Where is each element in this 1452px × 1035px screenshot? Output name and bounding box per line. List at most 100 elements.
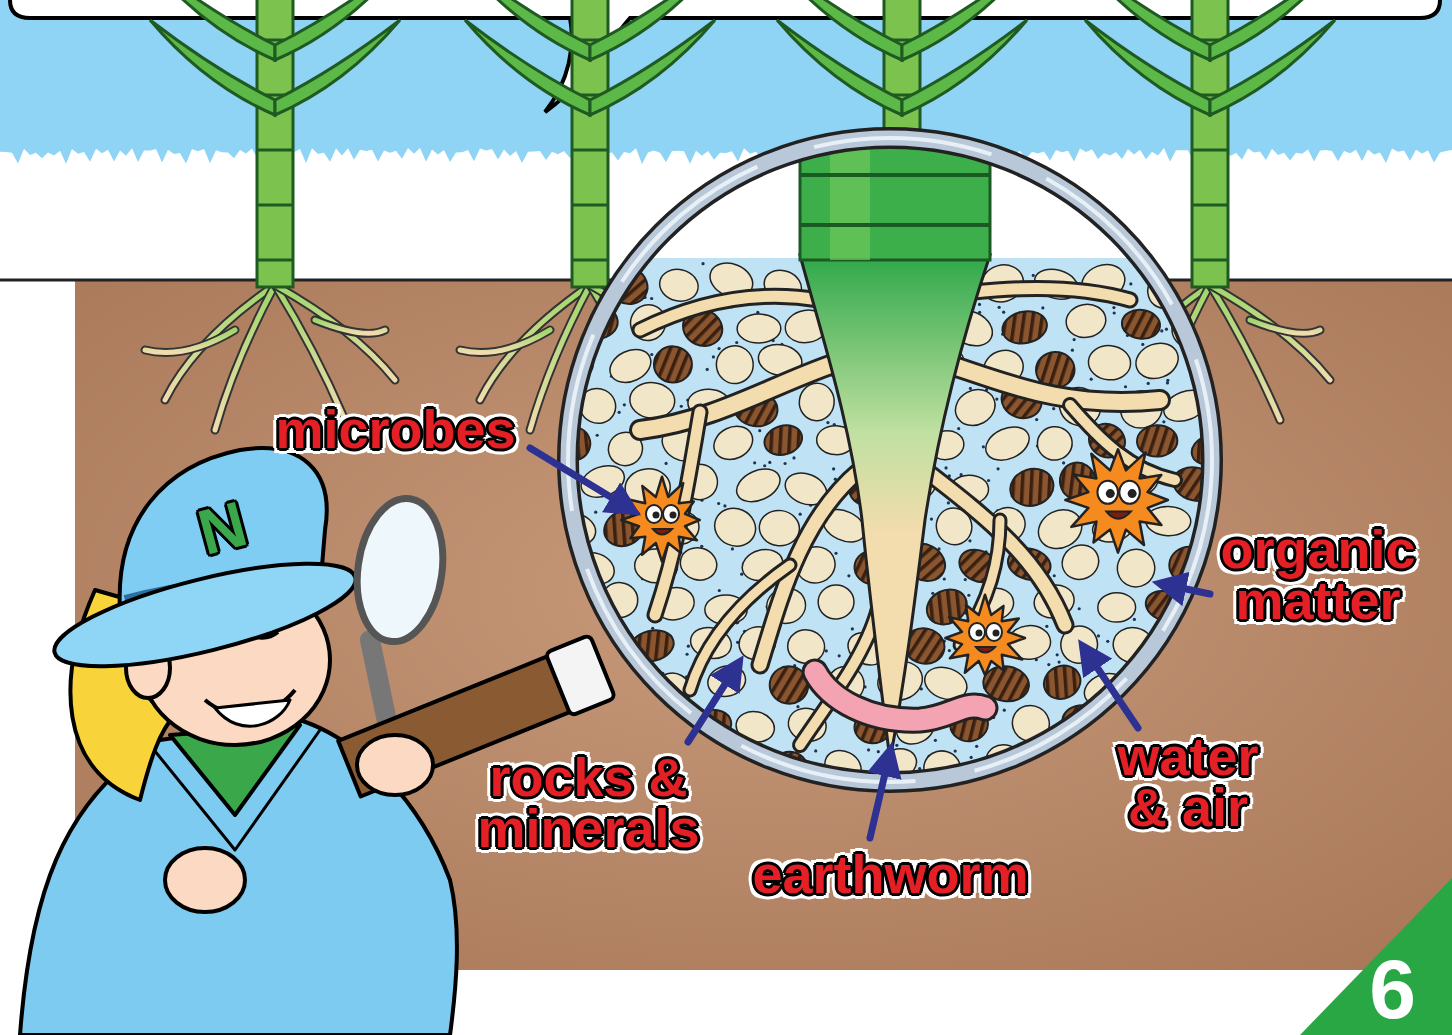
art-part bbox=[275, 285, 395, 380]
art-part bbox=[1133, 618, 1136, 621]
art-part bbox=[943, 577, 946, 580]
art-part bbox=[797, 381, 836, 422]
art-part bbox=[1106, 489, 1115, 498]
art-part bbox=[1057, 539, 1105, 585]
art-part bbox=[1112, 306, 1115, 309]
art-part bbox=[1200, 637, 1203, 640]
art-part bbox=[981, 421, 1035, 467]
art-part bbox=[761, 421, 806, 460]
art-part bbox=[777, 0, 902, 60]
art-part bbox=[717, 502, 720, 505]
art-part bbox=[690, 565, 790, 690]
art-part bbox=[1195, 668, 1198, 671]
art-part bbox=[215, 285, 275, 430]
art-part bbox=[1120, 308, 1161, 341]
art-part bbox=[723, 504, 726, 507]
art-part bbox=[969, 623, 985, 641]
art-part bbox=[986, 623, 1002, 641]
art-part bbox=[656, 266, 701, 305]
art-part bbox=[753, 461, 756, 464]
art-part bbox=[693, 742, 696, 745]
art-part bbox=[1195, 266, 1244, 308]
art-part bbox=[680, 405, 683, 408]
art-part bbox=[935, 360, 1160, 402]
art-part bbox=[1119, 481, 1140, 504]
art-part bbox=[1129, 282, 1132, 285]
art-part bbox=[1165, 328, 1168, 331]
art-part bbox=[596, 434, 599, 437]
art-part bbox=[1149, 680, 1152, 683]
art-part bbox=[999, 307, 1049, 347]
art-part bbox=[902, 0, 1027, 60]
microbe bbox=[1065, 449, 1168, 552]
art-part bbox=[1045, 625, 1048, 628]
art-part bbox=[640, 360, 845, 430]
art-part bbox=[1199, 678, 1202, 681]
art-part bbox=[1210, 0, 1335, 60]
art-part bbox=[976, 647, 995, 653]
art-part bbox=[930, 517, 933, 520]
art-part bbox=[687, 645, 690, 648]
art-part bbox=[572, 149, 608, 152]
art-part bbox=[1106, 640, 1109, 643]
art-part bbox=[1210, 285, 1330, 380]
art-part bbox=[617, 743, 620, 746]
art-part bbox=[877, 750, 880, 753]
art-part bbox=[685, 653, 688, 656]
art-part bbox=[1250, 320, 1320, 333]
art-part bbox=[957, 427, 960, 430]
art-part bbox=[640, 296, 820, 330]
part-label: microbes bbox=[274, 404, 517, 455]
part-label: water & air bbox=[1116, 731, 1260, 834]
art-part bbox=[1185, 284, 1188, 287]
art-part bbox=[799, 513, 802, 516]
art-part bbox=[541, 264, 589, 306]
art-part bbox=[945, 595, 1025, 675]
microbe bbox=[945, 595, 1025, 675]
art-part bbox=[1162, 420, 1165, 423]
art-part bbox=[640, 296, 820, 330]
art-part bbox=[814, 749, 817, 752]
art-part bbox=[731, 547, 734, 550]
art-part bbox=[867, 748, 870, 751]
art-part bbox=[653, 512, 660, 519]
art-part bbox=[594, 511, 597, 514]
art-part bbox=[948, 649, 951, 652]
art-part bbox=[995, 397, 998, 400]
part-label: organic matter bbox=[1219, 524, 1417, 627]
part-label: rocks & minerals bbox=[476, 752, 701, 855]
art-part bbox=[275, 0, 400, 60]
art-part bbox=[315, 320, 385, 333]
art-part bbox=[935, 360, 1160, 402]
magnifier-ring bbox=[568, 138, 1212, 782]
art-part bbox=[1136, 424, 1177, 457]
art-part bbox=[1032, 274, 1035, 277]
art-part bbox=[150, 0, 275, 60]
art-part bbox=[1098, 592, 1136, 622]
art-part bbox=[1124, 385, 1127, 388]
art-part bbox=[215, 285, 275, 430]
art-part bbox=[712, 355, 715, 358]
art-part bbox=[572, 204, 608, 207]
art-part bbox=[1087, 344, 1132, 382]
art-part bbox=[998, 306, 1001, 309]
art-part bbox=[967, 594, 970, 597]
art-part bbox=[1053, 574, 1056, 577]
art-part bbox=[832, 467, 835, 470]
art-part bbox=[1114, 727, 1117, 730]
art-part bbox=[1210, 285, 1330, 380]
art-part bbox=[1090, 771, 1093, 774]
art-part bbox=[714, 344, 755, 386]
art-part bbox=[1130, 699, 1133, 702]
art-part bbox=[964, 578, 967, 581]
art-part bbox=[460, 330, 550, 353]
art-part bbox=[257, 149, 293, 152]
art-part bbox=[465, 0, 590, 60]
art-part bbox=[1128, 489, 1137, 498]
art-part bbox=[257, 204, 293, 207]
art-part bbox=[653, 346, 692, 384]
art-part bbox=[708, 420, 758, 466]
art-part bbox=[650, 353, 653, 356]
art-part bbox=[1073, 338, 1076, 341]
art-part bbox=[1197, 595, 1200, 598]
